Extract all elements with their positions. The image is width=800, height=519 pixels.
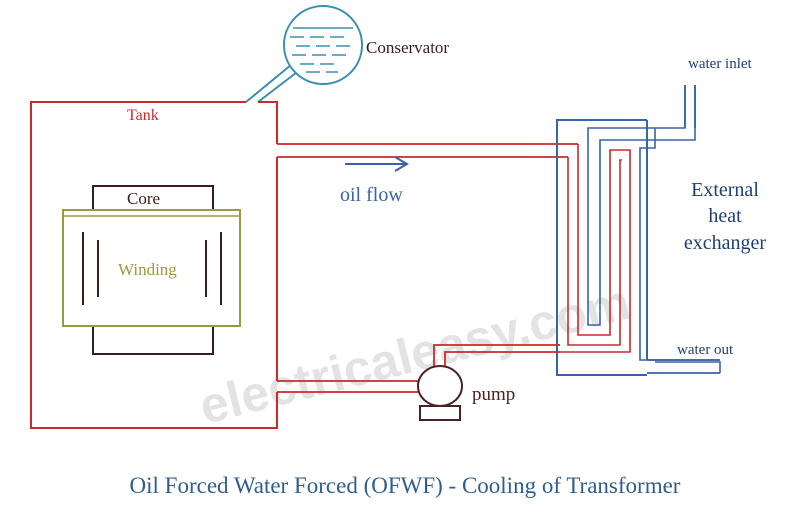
heat-exchanger-label-line1: External [691, 179, 759, 201]
water-out-label: water out [677, 342, 734, 358]
tank [30, 101, 278, 429]
diagram-caption: Oil Forced Water Forced (OFWF) - Cooling… [130, 473, 681, 498]
water-out-pipe [647, 359, 720, 374]
pump [417, 365, 463, 421]
heat-exchanger-label: External heat exchanger [684, 179, 767, 254]
oil-pipe-top [277, 143, 578, 158]
oil-flow-label: oil flow [340, 184, 403, 206]
water-inlet-label: water inlet [688, 56, 753, 72]
heat-exchanger-label-line3: exchanger [684, 232, 767, 254]
heat-exchanger-label-line2: heat [708, 205, 742, 227]
pump-label: pump [472, 384, 515, 405]
watermark: electricaleasy.com [194, 274, 635, 435]
heat-exchanger [556, 85, 721, 376]
winding [62, 209, 241, 327]
winding-label: Winding [118, 260, 177, 279]
core-label: Core [127, 189, 160, 208]
oil-pipe-return [277, 344, 560, 393]
tank-label: Tank [127, 107, 159, 124]
arrow-right-icon [345, 156, 409, 172]
water-inlet-pipe [684, 85, 696, 128]
conservator [283, 5, 363, 85]
conservator-label: Conservator [366, 38, 449, 57]
